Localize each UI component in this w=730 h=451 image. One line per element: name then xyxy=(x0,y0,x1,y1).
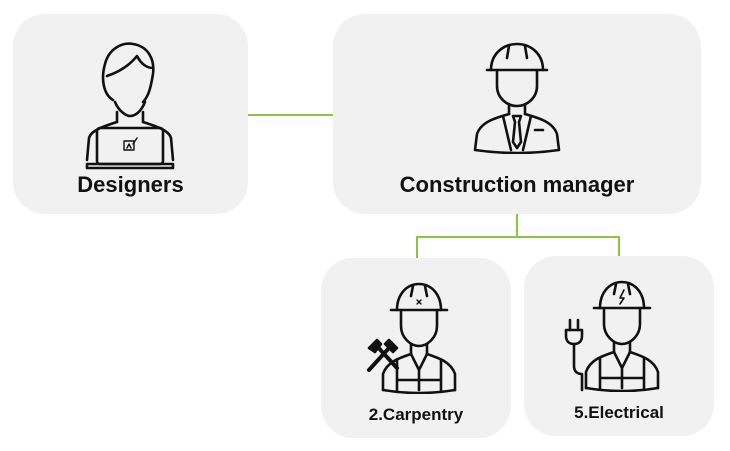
connector-manager-down xyxy=(516,214,518,237)
designers-label: Designers xyxy=(77,172,184,197)
connector-designers-manager xyxy=(248,114,334,116)
electrical-label: 5.Electrical xyxy=(574,403,664,422)
electrician-plug-icon xyxy=(564,280,668,392)
connector-horizontal-split xyxy=(416,236,620,238)
node-construction-manager: Construction manager xyxy=(333,14,701,214)
node-electrical: 5.Electrical xyxy=(524,256,714,436)
manager-hardhat-tie-icon xyxy=(473,42,561,154)
designer-laptop-icon xyxy=(83,38,177,170)
node-carpentry: 2.Carpentry xyxy=(321,258,511,438)
node-designers: Designers xyxy=(13,14,248,214)
connector-to-electrical xyxy=(618,236,620,256)
carpentry-label: 2.Carpentry xyxy=(368,405,464,424)
connector-to-carpentry xyxy=(416,236,418,258)
carpenter-hammers-icon xyxy=(363,282,463,394)
construction-manager-label: Construction manager xyxy=(399,172,635,197)
